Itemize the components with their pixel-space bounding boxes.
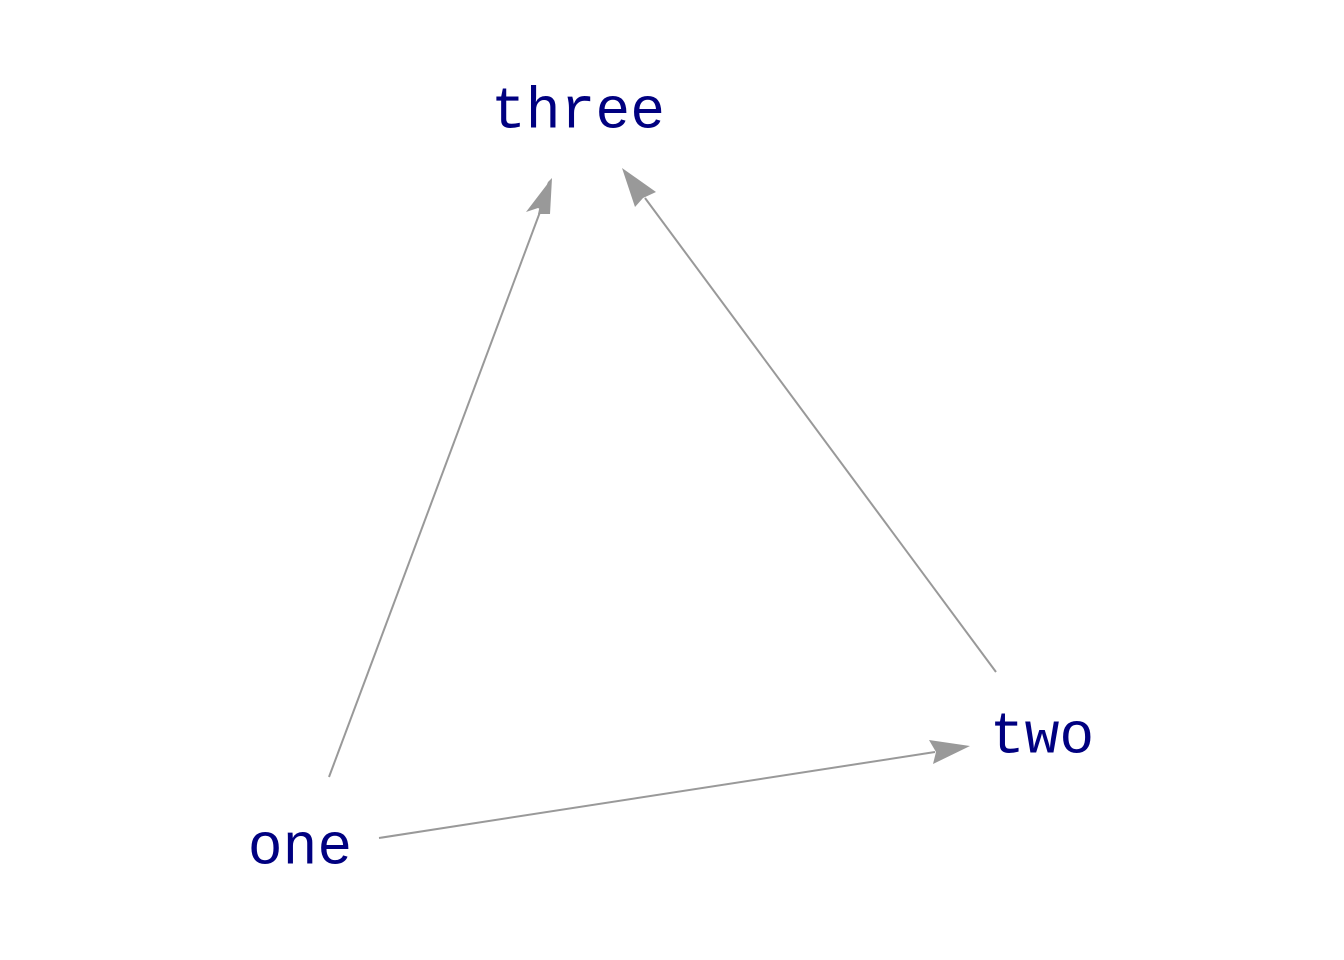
edge-one-to-two <box>378 740 970 839</box>
node-three[interactable]: three <box>491 80 665 145</box>
arrowhead <box>622 168 656 207</box>
arrowhead <box>929 740 970 764</box>
edge-line <box>644 197 997 673</box>
node-one[interactable]: one <box>248 816 352 881</box>
node-two[interactable]: two <box>990 705 1094 770</box>
edge-line <box>328 211 541 778</box>
arrowhead <box>526 178 552 214</box>
edge-one-to-three <box>328 178 552 778</box>
edge-layer <box>328 168 997 839</box>
node-layer: three two one <box>248 80 1094 881</box>
edge-two-to-three <box>622 168 997 673</box>
edge-line <box>378 751 936 839</box>
